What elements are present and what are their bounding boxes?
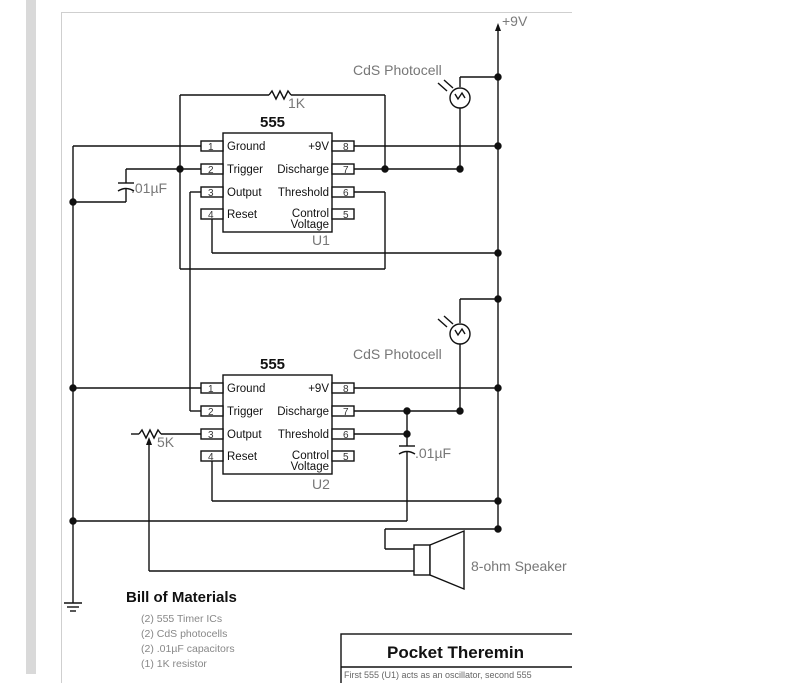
speaker-label: 8-ohm Speaker: [471, 558, 567, 574]
photocell-2: [437, 295, 502, 411]
u2-pin4-label: Reset: [227, 451, 258, 463]
left-scroll-strip: [26, 0, 36, 674]
u2-pin3-label: Output: [227, 429, 262, 441]
capacitor-c2-label: .01µF: [415, 445, 451, 461]
u1-pin6-num: 6: [343, 188, 349, 199]
u2-designator: U2: [312, 476, 330, 492]
bom-item: (2) 555 Timer ICs: [141, 613, 222, 625]
u2-wiring: [69, 384, 502, 572]
u2-pin2-label: Trigger: [227, 406, 263, 418]
title-block-title: Pocket Theremin: [387, 643, 524, 662]
title-block-description: First 555 (U1) acts as an oscillator, se…: [344, 670, 532, 680]
u2-pin8-num: 8: [343, 384, 349, 395]
u2-chip-title: 555: [260, 356, 285, 373]
u1-pin1-label: Ground: [227, 141, 265, 153]
capacitor-c1-label: .01µF: [131, 180, 167, 196]
u2-pin5-label-1: Control: [292, 450, 329, 462]
u1-designator: U1: [312, 232, 330, 248]
u2-pin1-label: Ground: [227, 383, 265, 395]
u1-pin8-num: 8: [343, 142, 349, 153]
supply-rail: [495, 23, 501, 529]
bom-title: Bill of Materials: [126, 589, 237, 606]
u1-pin4-num: 4: [208, 210, 214, 221]
schematic-frame: +9V 555 U1 1 2 3 4 8 7 6 5 Ground Trigge…: [61, 12, 572, 683]
u1-pin2-num: 2: [208, 165, 214, 176]
u1-pin5-label-1: Control: [292, 208, 329, 220]
resistor-1k-label: 1K: [288, 95, 306, 111]
u1-chip-title: 555: [260, 114, 285, 131]
resistor-5k-label: 5K: [157, 434, 175, 450]
bom-item: (2) .01µF capacitors: [141, 643, 235, 655]
u1-pin2-label: Trigger: [227, 164, 263, 176]
u2-pin5-num: 5: [343, 452, 349, 463]
u1-chip: [200, 132, 355, 233]
u2-pin7-label: Discharge: [277, 406, 329, 418]
photocell-1: [437, 73, 502, 169]
u2-pin4-num: 4: [208, 452, 214, 463]
u1-pin3-num: 3: [208, 188, 214, 199]
theremin-schematic: +9V 555 U1 1 2 3 4 8 7 6 5 Ground Trigge…: [64, 13, 572, 683]
u2-pin5-label-2: Voltage: [291, 461, 329, 473]
u1-pin5-label-2: Voltage: [291, 219, 329, 231]
u2-chip: [200, 374, 355, 475]
u1-pin7-label: Discharge: [277, 164, 329, 176]
u1-pin8-label: +9V: [308, 141, 329, 153]
speaker-icon: [413, 529, 465, 591]
bom-item: (1) 1K resistor: [141, 658, 207, 670]
u1-pin7-num: 7: [343, 165, 349, 176]
bom-item: (2) CdS photocells: [141, 628, 227, 640]
ground-rail: [64, 145, 201, 612]
u1-pin6-label: Threshold: [278, 187, 329, 199]
u1-pin5-num: 5: [343, 210, 349, 221]
u1-pin1-num: 1: [208, 142, 214, 153]
u2-pin3-num: 3: [208, 430, 214, 441]
u2-pin1-num: 1: [208, 384, 214, 395]
u2-pin8-label: +9V: [308, 383, 329, 395]
u1-wiring: [69, 89, 502, 411]
supply-label: +9V: [502, 13, 528, 29]
photocell-2-label: CdS Photocell: [353, 346, 442, 362]
u2-pin2-num: 2: [208, 407, 214, 418]
u1-pin3-label: Output: [227, 187, 262, 199]
u2-pin7-num: 7: [343, 407, 349, 418]
u1-pin4-label: Reset: [227, 209, 258, 221]
u2-pin6-num: 6: [343, 430, 349, 441]
u2-pin6-label: Threshold: [278, 429, 329, 441]
photocell-1-label: CdS Photocell: [353, 62, 442, 78]
